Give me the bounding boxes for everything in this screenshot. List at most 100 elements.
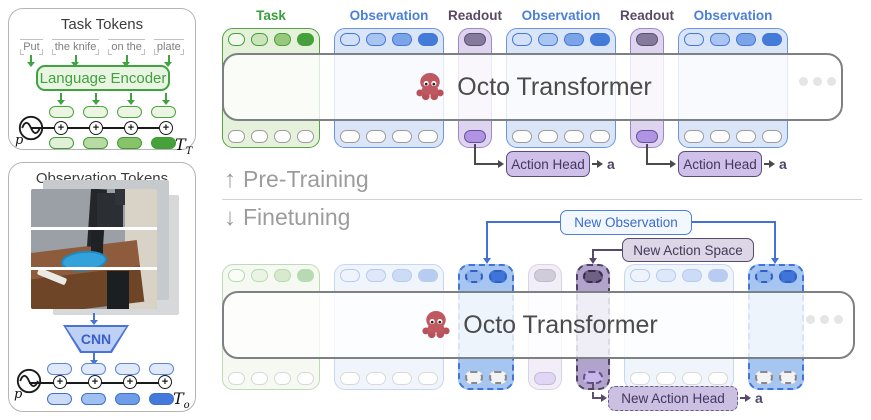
task-tensor-label: TT — [175, 135, 193, 158]
plus-icon: + — [123, 375, 137, 389]
token-pill — [49, 106, 74, 118]
new-action-head-box: New Action Head — [608, 386, 738, 411]
token-pill — [465, 371, 483, 384]
language-token: on the — [108, 39, 145, 67]
task-panel-title: Task Tokens — [60, 16, 144, 33]
column-label-readout: Readout — [620, 8, 674, 23]
token-pill — [630, 372, 650, 385]
arrowhead-icon — [588, 258, 597, 264]
plus-icon: + — [124, 121, 138, 135]
connector-line — [740, 397, 746, 399]
token-pill — [538, 130, 558, 143]
column-label-task: Task — [256, 8, 286, 23]
token-pill — [297, 33, 314, 46]
token-pill-row — [49, 137, 176, 149]
position-symbol: p — [14, 387, 23, 402]
token-pill — [83, 137, 108, 149]
cnn-box: CNN — [63, 325, 129, 353]
camera-image — [31, 189, 157, 309]
token-pill — [534, 372, 556, 385]
token-pill — [465, 270, 483, 283]
token-pill — [636, 130, 658, 143]
transformer-title: Octo Transformer — [463, 310, 658, 339]
connector-line — [486, 221, 488, 258]
token-pill — [710, 33, 730, 46]
token-pill — [779, 270, 797, 283]
token-pill — [251, 372, 268, 385]
connector-line — [474, 144, 476, 165]
token-pill-row — [49, 106, 176, 118]
plus-icon: + — [158, 375, 172, 389]
token-pill — [656, 372, 676, 385]
down-arrow-icon — [122, 55, 131, 67]
language-encoder-box: Language Encoder — [36, 65, 170, 91]
arrowhead-icon — [498, 159, 504, 168]
action-output-symbol: a — [779, 156, 787, 172]
token-pill — [366, 372, 386, 385]
plus-icon: + — [89, 121, 103, 135]
token-pill — [590, 130, 610, 143]
token-pill — [682, 269, 702, 282]
token-pill — [512, 33, 532, 46]
token-pill — [755, 270, 773, 283]
octopus-icon — [422, 310, 450, 339]
token-pill — [392, 130, 412, 143]
arrowhead-icon — [770, 258, 779, 264]
token-pill — [274, 33, 291, 46]
frame-divider-line — [31, 267, 157, 270]
frame-divider-line — [31, 227, 157, 230]
token-pill — [538, 33, 558, 46]
token-pill — [779, 371, 797, 384]
token-pill — [49, 137, 74, 149]
down-arrow-icon: ↓ — [224, 203, 236, 231]
connector-line — [646, 144, 648, 165]
token-pill — [83, 106, 108, 118]
arrowhead-icon — [601, 393, 607, 402]
observation-tensor-label: To — [173, 389, 190, 412]
token-pill — [656, 269, 676, 282]
action-output-symbol: a — [755, 390, 763, 406]
arrowhead-icon — [769, 159, 775, 168]
token-pill — [392, 372, 412, 385]
connector-line — [592, 249, 594, 258]
token-pill — [228, 372, 245, 385]
language-token: plate — [153, 39, 184, 67]
photo-robot-base — [107, 271, 129, 309]
arrowhead-icon — [745, 393, 751, 402]
token-pill — [590, 33, 610, 46]
token-pill — [762, 33, 782, 46]
token-pill — [117, 106, 142, 118]
language-token: Put — [20, 39, 43, 67]
connector-line — [486, 221, 560, 223]
token-pill — [564, 33, 584, 46]
action-head-box: Action Head — [678, 151, 762, 177]
connector-line — [592, 163, 598, 165]
token-pill — [251, 269, 268, 282]
token-pill — [151, 137, 176, 149]
ellipsis-icon — [806, 315, 843, 324]
token-pill — [755, 371, 773, 384]
observation-token-column — [678, 28, 788, 148]
new-action-space-tag: New Action Space — [622, 238, 754, 262]
token-pill — [151, 106, 176, 118]
token-pill — [418, 372, 438, 385]
connector-line-dashed — [592, 397, 602, 399]
token-pill — [340, 130, 360, 143]
photo-robot-arm — [115, 189, 125, 205]
token-pill — [297, 372, 314, 385]
token-pill — [115, 393, 140, 405]
language-token-row: Put the knife on the plate — [9, 39, 195, 67]
transformer-title: Octo Transformer — [457, 72, 652, 101]
token-pill — [583, 270, 603, 283]
token-pill — [684, 130, 704, 143]
token-pill — [418, 130, 438, 143]
arrowhead-icon — [482, 258, 491, 264]
section-divider — [222, 199, 862, 200]
token-pill — [297, 130, 314, 143]
position-encoding-icon — [16, 368, 42, 394]
token-pill — [228, 269, 245, 282]
token-pill — [297, 269, 314, 282]
down-arrow-icon — [91, 93, 100, 105]
token-pill — [340, 269, 360, 282]
connector-line — [592, 249, 622, 251]
